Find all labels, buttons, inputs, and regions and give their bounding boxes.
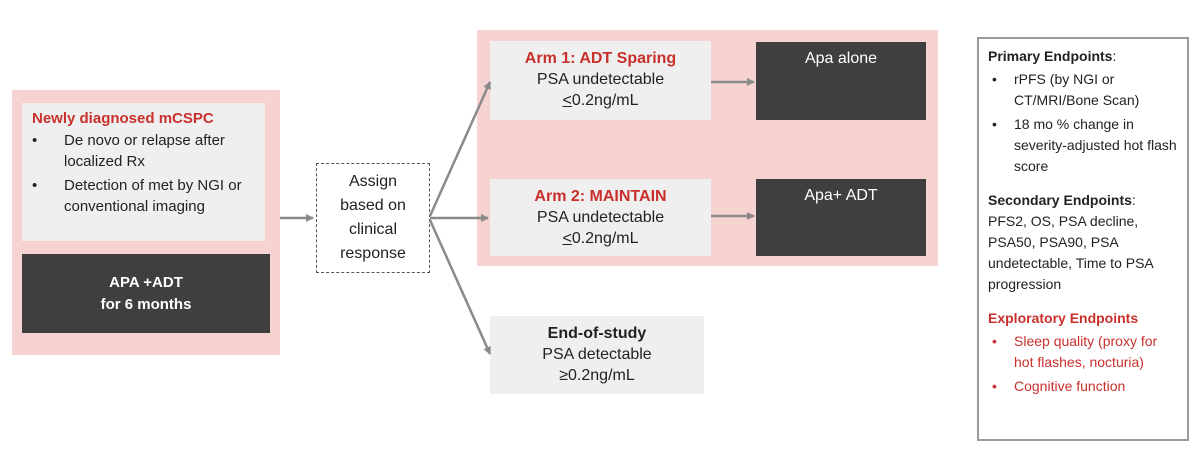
apa-adt-label: Apa+ ADT (804, 187, 878, 204)
arm1-condition: PSA undetectable (536, 71, 665, 88)
secondary-endpoints-heading: Secondary Endpoints: (988, 192, 1136, 208)
induction-box: APA +ADT for 6 months (22, 254, 270, 333)
arm1-title: Arm 1: ADT Sparing (524, 50, 677, 67)
apa-alone-box: Apa alone (756, 42, 926, 120)
apa-adt-box: Apa+ ADT (756, 179, 926, 256)
exploratory-endpoints-title: Exploratory Endpoints (988, 310, 1139, 326)
primary-endpoints-list: rPFS (by NGI or CT/MRI/Bone Scan) 18 mo … (988, 69, 1179, 177)
end-of-study-threshold: ≥0.2ng/mL (559, 367, 635, 384)
list-item: Cognitive function (988, 376, 1179, 397)
arm2-condition: PSA undetectable (536, 209, 665, 226)
end-of-study-condition: PSA detectable (542, 346, 652, 363)
assign-box: Assign based on clinical response (316, 163, 430, 273)
exploratory-endpoints-list: Sleep quality (proxy for hot flashes, no… (988, 331, 1179, 397)
arrow-to-end-of-study (428, 219, 492, 355)
secondary-endpoints-text: PFS2, OS, PSA decline, PSA50, PSA90, PSA… (988, 213, 1153, 292)
arm2-title: Arm 2: MAINTAIN (534, 188, 667, 205)
list-item: Detection of met by NGI or conventional … (32, 175, 255, 217)
arm1-threshold-value: 0.2ng/mL (571, 92, 639, 109)
apa-alone-label: Apa alone (804, 50, 878, 67)
newly-diagnosed-list: De novo or relapse after localized Rx De… (32, 130, 255, 217)
arm2-threshold-symbol: < (562, 230, 572, 247)
arm2-threshold: <0.2ng/mL (490, 228, 711, 249)
arrow-to-arm1 (428, 81, 492, 217)
list-item: Sleep quality (proxy for hot flashes, no… (988, 331, 1179, 373)
list-item: 18 mo % change in severity-adjusted hot … (988, 114, 1179, 177)
arm1-box: Arm 1: ADT Sparing PSA undetectable <0.2… (490, 41, 711, 120)
arm2-box: Arm 2: MAINTAIN PSA undetectable <0.2ng/… (490, 179, 711, 256)
assign-label: Assign based on clinical response (340, 173, 406, 262)
arm2-threshold-value: 0.2ng/mL (571, 230, 639, 247)
primary-endpoints-heading: Primary Endpoints: (988, 48, 1117, 64)
primary-endpoints-title: Primary Endpoints (988, 48, 1113, 64)
list-item: De novo or relapse after localized Rx (32, 130, 255, 172)
secondary-endpoints-title: Secondary Endpoints (988, 192, 1132, 208)
arm1-threshold: <0.2ng/mL (490, 90, 711, 111)
list-item: rPFS (by NGI or CT/MRI/Bone Scan) (988, 69, 1179, 111)
end-of-study-box: End-of-study PSA detectable ≥0.2ng/mL (490, 316, 704, 394)
induction-label: APA +ADT for 6 months (100, 273, 192, 313)
endpoints-box: Primary Endpoints: rPFS (by NGI or CT/MR… (977, 37, 1189, 441)
arm1-threshold-symbol: < (562, 92, 572, 109)
newly-diagnosed-title: Newly diagnosed mCSPC (32, 110, 214, 127)
end-of-study-title: End-of-study (547, 325, 647, 342)
newly-diagnosed-box: Newly diagnosed mCSPC De novo or relapse… (22, 103, 265, 241)
